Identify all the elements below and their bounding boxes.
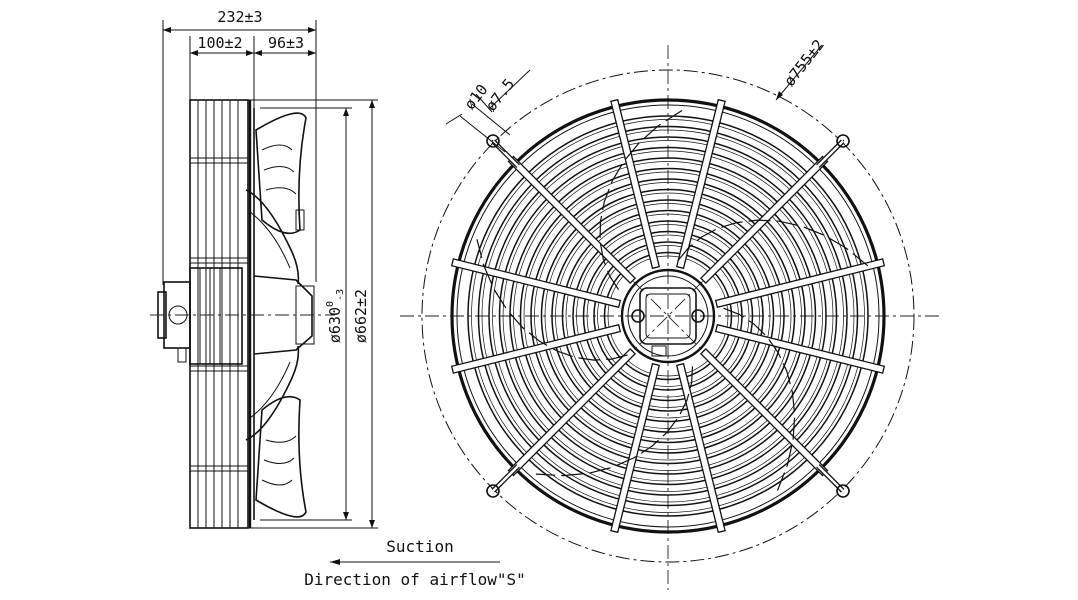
guard-outer-ring — [450, 98, 886, 534]
guard-strut — [675, 362, 726, 534]
front-depth-label: 100±2 — [197, 34, 242, 52]
guard-ring-edge — [534, 182, 802, 450]
guard-strut — [714, 258, 886, 309]
side-guard — [189, 99, 255, 529]
slot-dimensions — [445, 69, 531, 153]
guard-outer-ring-inner — [456, 104, 880, 528]
motor-hub — [620, 268, 716, 364]
airflow-arrows — [330, 559, 500, 565]
guard-ring-edge — [502, 150, 834, 482]
impeller-blade-edge — [677, 219, 869, 267]
guard-strut — [699, 155, 829, 285]
guard-diameter-label: ø662±2 — [352, 289, 370, 343]
impeller-blade-edge — [476, 239, 628, 361]
guard-strut — [610, 362, 661, 534]
guard-strut — [610, 98, 661, 270]
mount-feet — [486, 134, 850, 498]
guard-ring-edge — [607, 255, 729, 377]
guard-ring-edge — [555, 203, 781, 429]
guard-ring-edge — [597, 245, 739, 387]
guard-ring-edge — [565, 213, 771, 419]
overall-depth-label: 232±3 — [217, 8, 262, 26]
impeller-blade-edge — [535, 366, 694, 477]
guard-ring-edge — [513, 161, 823, 471]
guard-ring — [530, 178, 806, 454]
side-motor — [157, 267, 315, 365]
guard-struts — [450, 98, 886, 534]
airflow-direction-label: Direction of airflow"S" — [304, 570, 526, 589]
side-dimensions — [162, 20, 378, 529]
guard-ring — [519, 167, 817, 465]
guard-ring — [572, 220, 764, 412]
impeller-blade-edge — [723, 307, 796, 491]
guard-strut — [714, 323, 886, 374]
guard-ring — [561, 209, 775, 423]
side-view — [150, 99, 335, 529]
front-view — [400, 44, 940, 590]
guard-ring — [603, 251, 733, 381]
guard-strut — [450, 258, 622, 309]
guard-ring-edge — [544, 192, 792, 440]
guard-ring — [582, 230, 754, 402]
mount-circle-diameter-label: ø755±2 — [780, 36, 828, 90]
guard-strut — [699, 347, 829, 477]
guard-strut — [675, 98, 726, 270]
guard-ring-edge — [492, 140, 844, 492]
impeller-diameter-label: ø6300-3 — [325, 289, 346, 343]
rear-depth-label: 96±3 — [268, 34, 304, 52]
guard-rings — [450, 98, 886, 534]
guard-ring — [509, 157, 827, 475]
guard-ring — [467, 115, 869, 517]
guard-ring — [498, 146, 838, 486]
impeller-blades — [476, 109, 869, 491]
guard-ring-edge — [481, 129, 855, 503]
side-blades — [245, 112, 307, 518]
guard-strut — [507, 155, 637, 285]
impeller-blade-edge — [599, 109, 683, 291]
guard-ring-edge — [523, 171, 813, 461]
guard-strut — [507, 347, 637, 477]
guard-ring — [488, 136, 848, 496]
guard-strut — [450, 323, 622, 374]
guard-ring — [540, 188, 796, 444]
guard-ring-edge — [576, 224, 760, 408]
guard-ring-edge — [586, 234, 750, 398]
guard-ring — [477, 125, 859, 507]
suction-label: Suction — [386, 537, 453, 556]
